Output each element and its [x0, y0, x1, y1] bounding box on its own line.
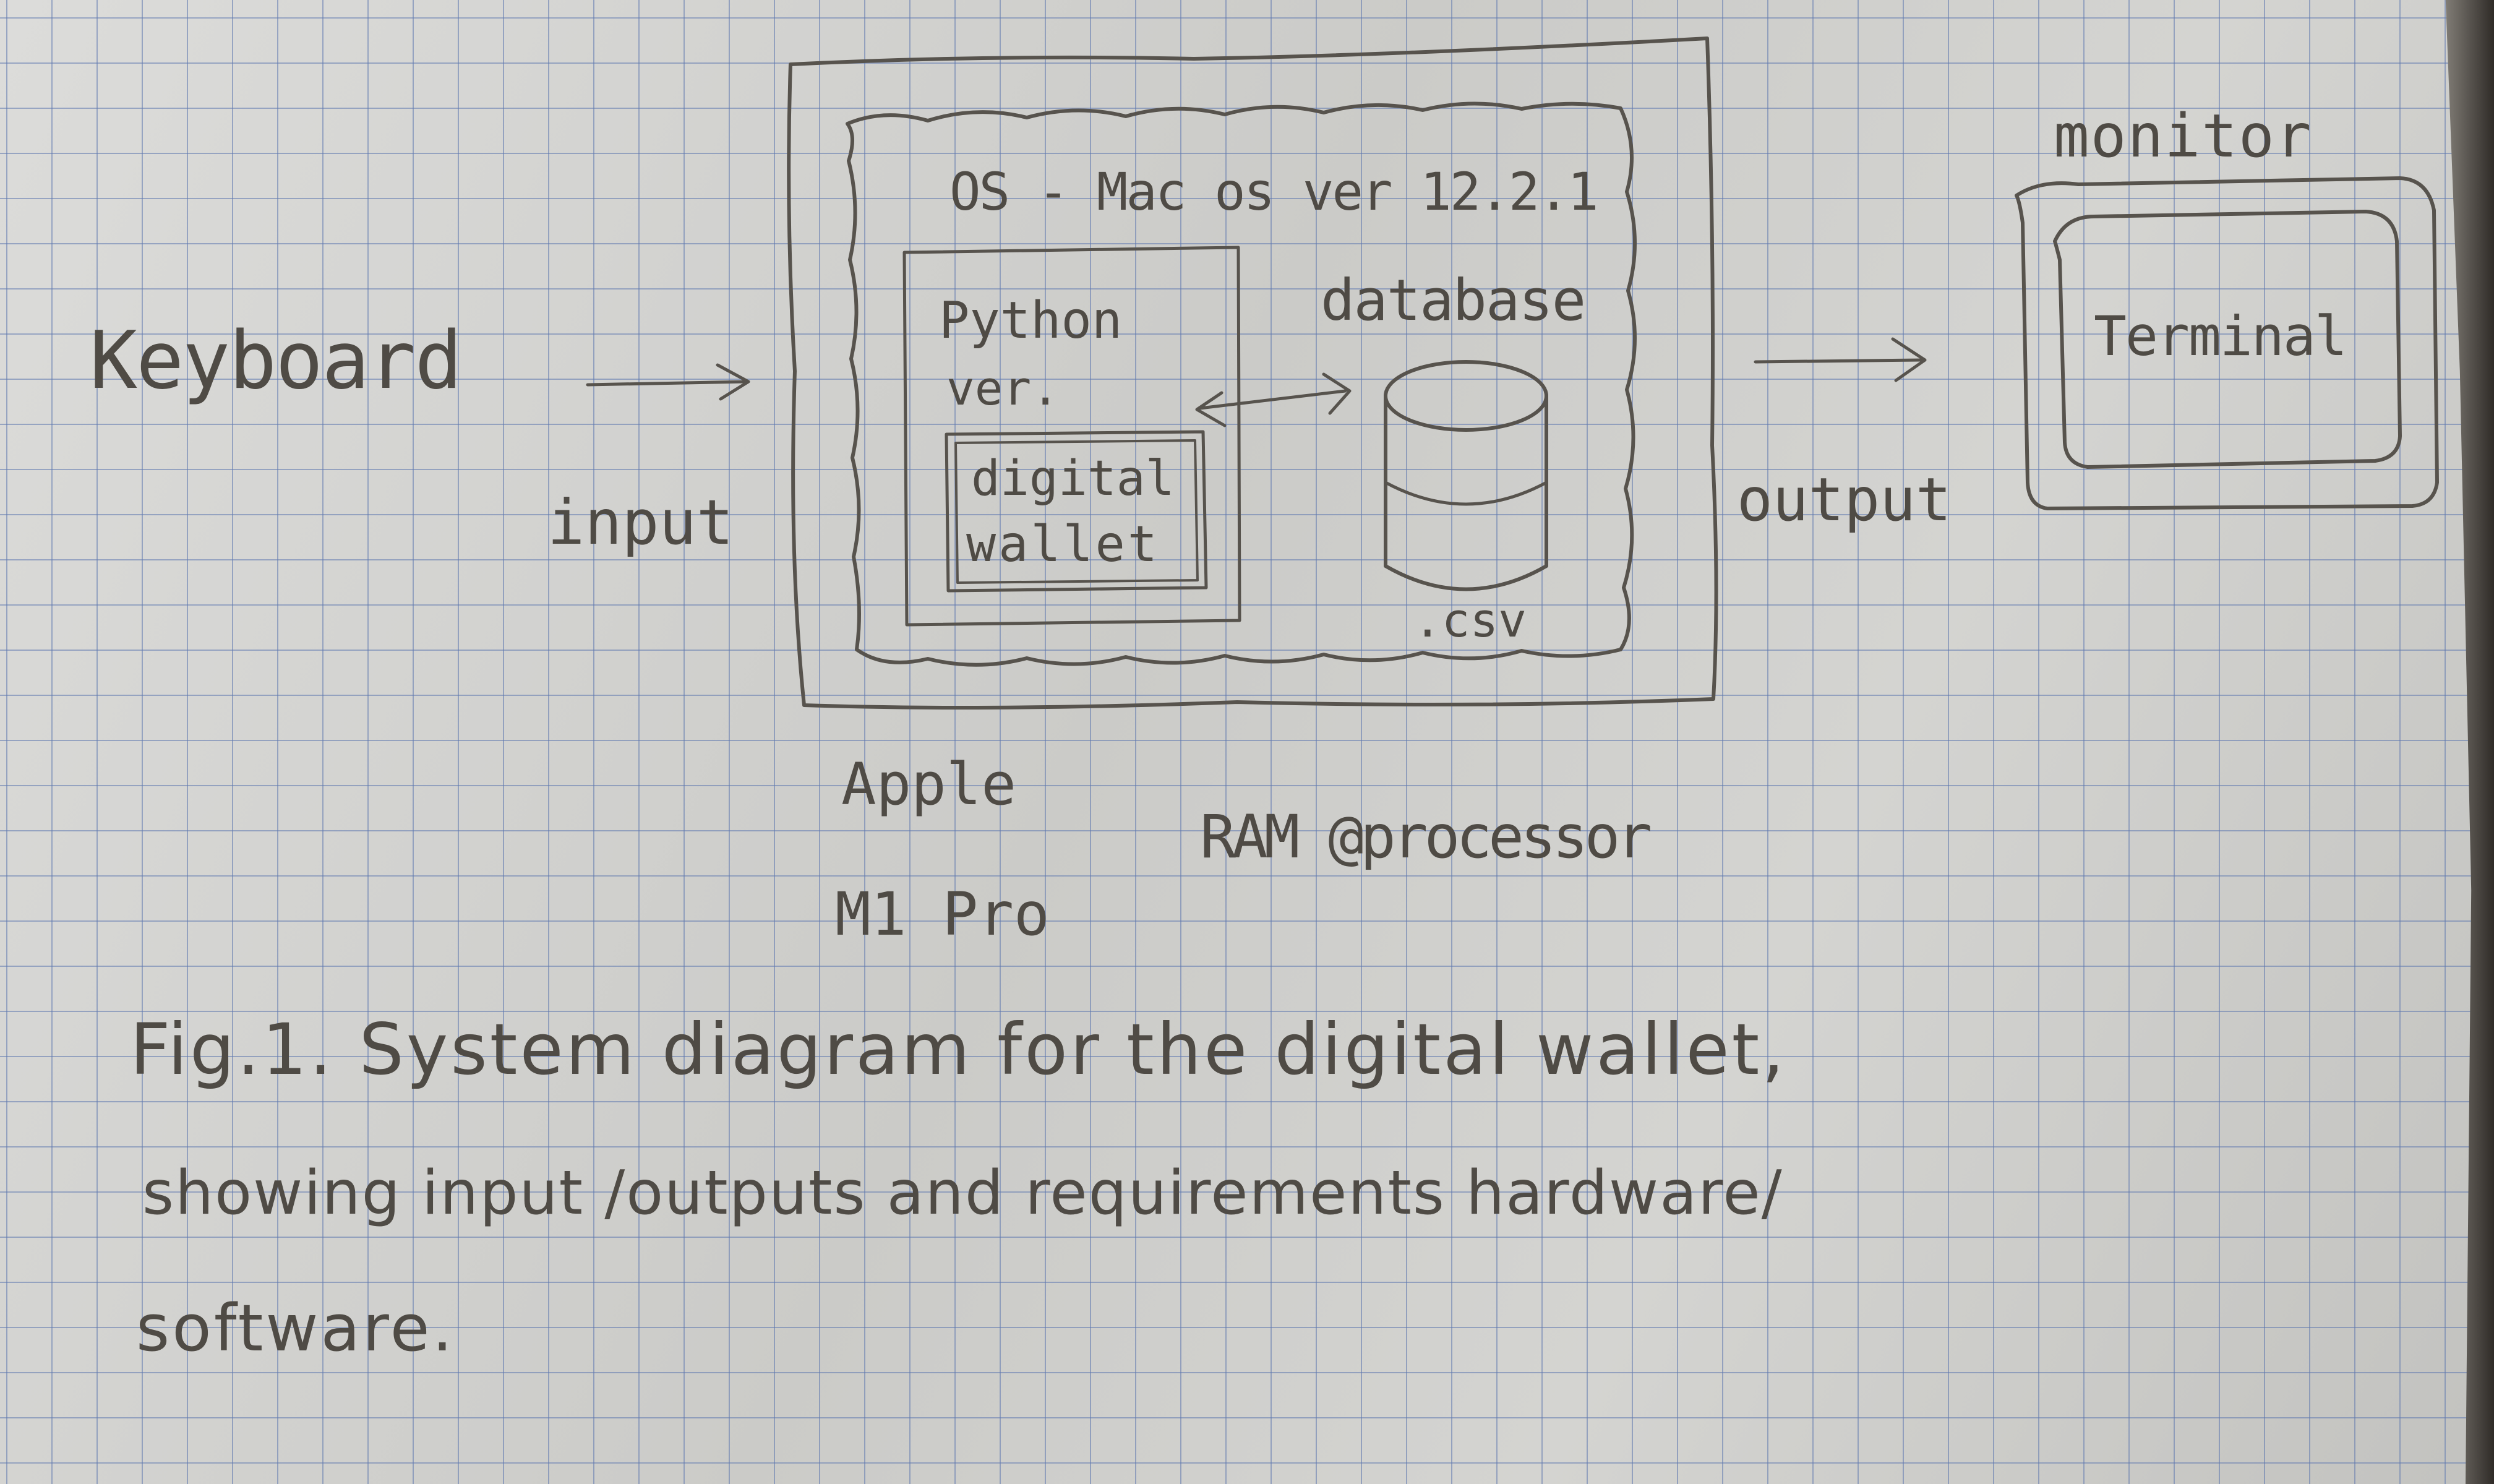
figure-caption-line2: showing input /outputs and requirements … — [142, 1158, 1783, 1229]
wallet-label-line1: digital — [971, 451, 1175, 507]
os-label: OS - Mac os ver 12.2.1 — [949, 161, 1599, 222]
input-label: input — [547, 486, 734, 559]
chip-label-line2: M1 Pro — [835, 880, 1050, 949]
csv-label: .csv — [1413, 593, 1527, 648]
database-label: database — [1321, 267, 1586, 333]
figure-caption-line3: software. — [136, 1290, 455, 1366]
input-arrow — [586, 363, 750, 401]
monitor-screen-box — [2053, 210, 2402, 469]
terminal-label: Terminal — [2094, 304, 2347, 368]
keyboard-label: Keyboard — [90, 315, 462, 407]
monitor-outer-box — [2015, 176, 2439, 510]
python-box — [902, 246, 1241, 627]
os-wavy-box — [846, 101, 1637, 667]
hardware-label: RAM @processor — [1200, 802, 1652, 872]
python-label-line2: ver. — [946, 361, 1060, 416]
monitor-label: monitor — [2054, 101, 2313, 171]
output-arrow — [1754, 337, 1927, 382]
figure-caption-line1: Fig.1. System diagram for the digital wa… — [130, 1008, 1787, 1091]
wallet-box-outer — [945, 430, 1208, 593]
bidirectional-arrow — [1195, 372, 1352, 427]
python-label-line1: Python — [939, 291, 1123, 350]
database-cylinder-icon — [1384, 360, 1548, 591]
computer-outer-box — [787, 36, 1718, 710]
output-label: output — [1737, 465, 1952, 534]
chip-label-line1: Apple — [841, 751, 1016, 818]
wallet-box-inner — [954, 439, 1199, 584]
wallet-label-line2: wallet — [966, 515, 1160, 573]
